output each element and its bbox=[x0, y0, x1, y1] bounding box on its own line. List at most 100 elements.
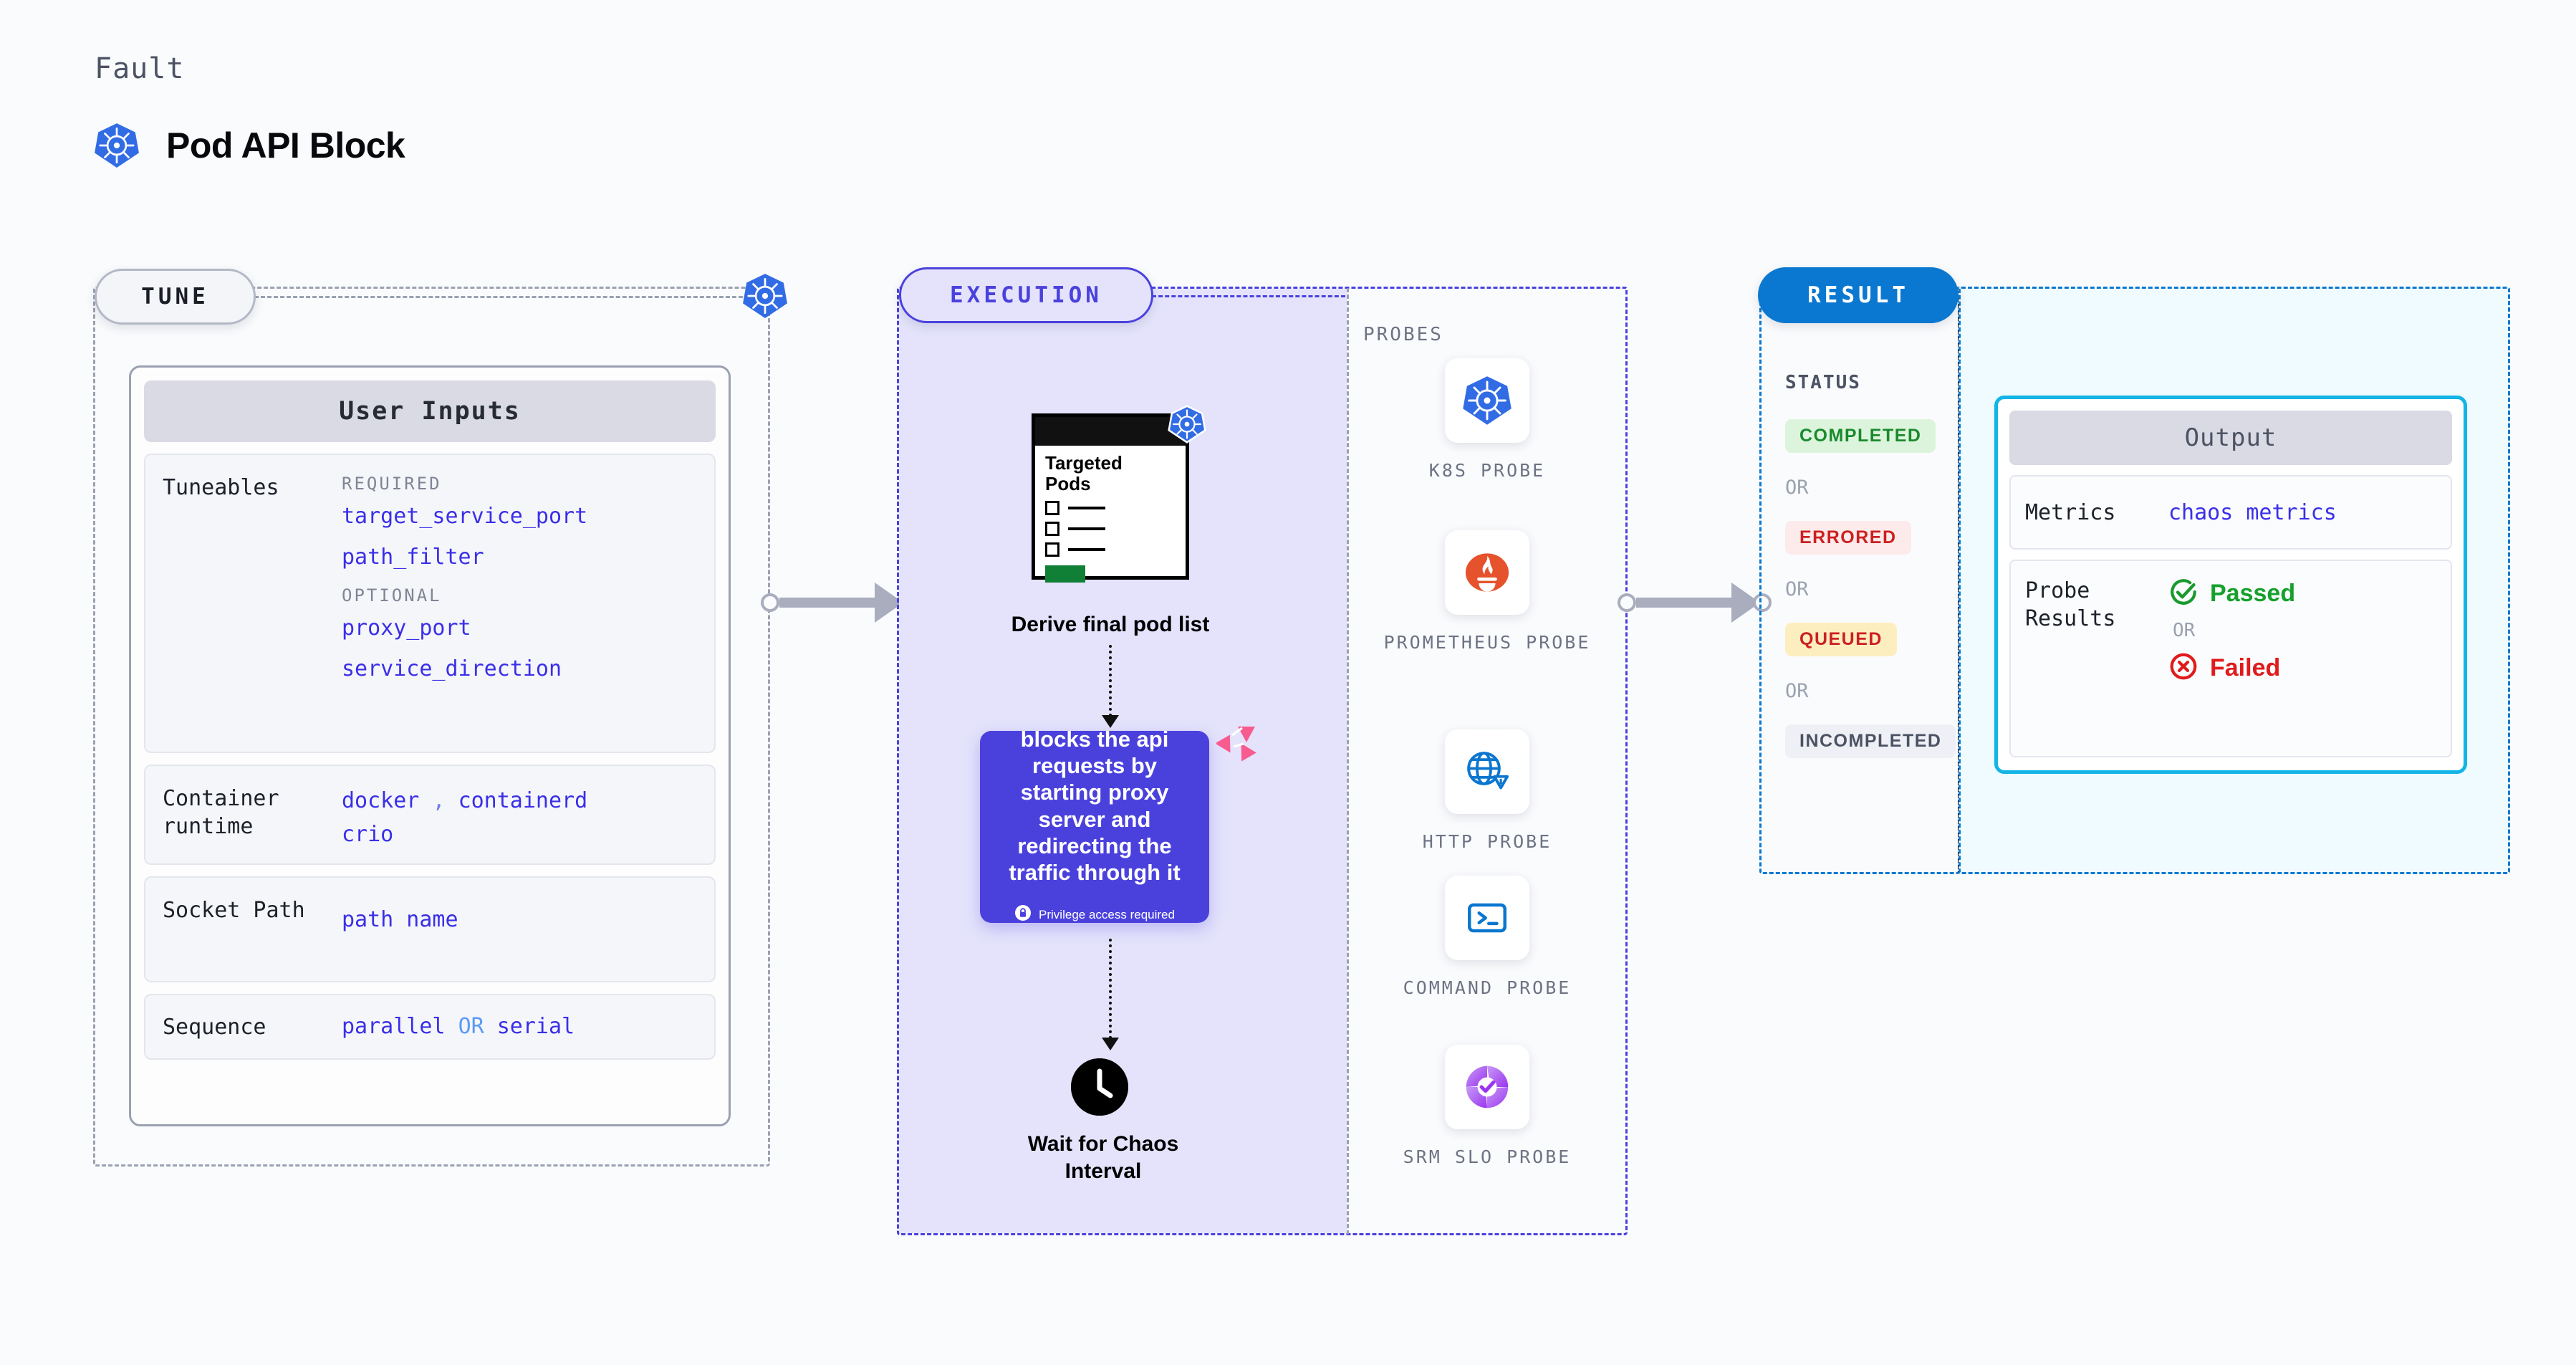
status-badge-queued: QUEUED bbox=[1785, 623, 1897, 656]
derive-final-pod-list-label: Derive final pod list bbox=[1011, 613, 1210, 636]
prometheus-icon bbox=[1445, 530, 1529, 615]
fault-title-row: Pod API Block bbox=[93, 122, 405, 169]
passed-label: Passed bbox=[2210, 579, 2296, 607]
execution-stage-badge[interactable]: EXECUTION bbox=[899, 267, 1153, 323]
result-stage-badge[interactable]: RESULT bbox=[1758, 267, 1959, 323]
checkbox-icon bbox=[1045, 542, 1059, 557]
page-title: Pod API Block bbox=[166, 125, 405, 166]
required-group-label: REQUIRED bbox=[342, 474, 442, 494]
probe-label: K8S PROBE bbox=[1428, 460, 1546, 481]
connector-end-dot bbox=[1753, 593, 1772, 612]
status-or-2: OR bbox=[1785, 578, 1809, 600]
probe-results-values: Passed OR Failed bbox=[2168, 577, 2436, 740]
tuneable-target-service-port[interactable]: target_service_port bbox=[342, 504, 588, 529]
targeted-pods-title-line1: Targeted bbox=[1045, 452, 1123, 474]
kubernetes-icon bbox=[1445, 358, 1529, 443]
execution-top-dashed-line bbox=[1152, 295, 1345, 297]
connector-tune-to-execution bbox=[761, 583, 915, 623]
sequence-values: parallel OR serial bbox=[342, 1010, 697, 1044]
output-title: Output bbox=[2009, 411, 2452, 465]
metrics-value: chaos metrics bbox=[2168, 499, 2337, 525]
probe-item-srm-slo[interactable]: SRM SLO PROBE bbox=[1347, 1045, 1628, 1171]
probe-item-k8s[interactable]: K8S PROBE bbox=[1347, 358, 1628, 484]
selected-pod-bar bbox=[1045, 565, 1085, 583]
checkbox-icon bbox=[1045, 522, 1059, 537]
runtime-crio: crio bbox=[342, 821, 394, 847]
socket-path-value: path name bbox=[342, 907, 458, 932]
flow-arrow-head bbox=[1102, 715, 1119, 728]
list-dash bbox=[1068, 527, 1105, 531]
probe-label: SRM SLO PROBE bbox=[1403, 1146, 1572, 1167]
privilege-note: Privilege access required bbox=[1014, 904, 1175, 925]
tune-stage-badge[interactable]: TUNE bbox=[95, 269, 256, 325]
probe-item-command[interactable]: COMMAND PROBE bbox=[1347, 876, 1628, 1002]
container-runtime-row: Container runtime docker , containerd cr… bbox=[144, 765, 716, 865]
srm-slo-icon bbox=[1445, 1045, 1529, 1129]
probe-item-prometheus[interactable]: PROMETHEUS PROBE bbox=[1347, 530, 1628, 656]
tuneables-row: Tuneables REQUIRED target_service_port p… bbox=[144, 454, 716, 753]
tune-panel bbox=[93, 287, 770, 1167]
tuneable-service-direction[interactable]: service_direction bbox=[342, 656, 562, 681]
probe-result-passed: Passed bbox=[2168, 577, 2436, 610]
wait-label-line2: Interval bbox=[1064, 1159, 1142, 1183]
container-runtime-values: docker , containerd crio bbox=[342, 785, 697, 847]
lock-icon bbox=[1014, 904, 1032, 925]
fault-action-card: blocks the api requests by starting prox… bbox=[980, 727, 1209, 925]
pod-list-item bbox=[1045, 522, 1186, 537]
terminal-icon bbox=[1445, 876, 1529, 960]
tuneables-label: Tuneables bbox=[163, 475, 279, 500]
flow-arrow-head-2 bbox=[1102, 1038, 1119, 1050]
x-circle-icon bbox=[2168, 651, 2198, 684]
probe-label: COMMAND PROBE bbox=[1403, 977, 1572, 998]
wait-for-chaos-interval-label: Wait for Chaos Interval bbox=[989, 1131, 1218, 1184]
kubernetes-icon bbox=[1168, 405, 1206, 444]
status-badge-completed: COMPLETED bbox=[1785, 419, 1936, 453]
checkbox-icon bbox=[1045, 501, 1059, 516]
clock-icon bbox=[1071, 1058, 1128, 1116]
probes-column bbox=[1347, 287, 1628, 1235]
failed-label: Failed bbox=[2210, 653, 2281, 681]
fault-label: Fault bbox=[95, 52, 185, 85]
probe-label: HTTP PROBE bbox=[1422, 831, 1552, 852]
sequence-or: OR bbox=[458, 1013, 484, 1039]
probe-result-failed: Failed bbox=[2168, 651, 2436, 684]
connector-start-dot bbox=[761, 593, 779, 612]
globe-warning-icon bbox=[1445, 729, 1529, 814]
status-title: STATUS bbox=[1785, 372, 1861, 393]
tune-top-dashed-line bbox=[254, 296, 756, 298]
litmuschaos-icon bbox=[1215, 725, 1256, 762]
tuneable-path-filter[interactable]: path_filter bbox=[342, 545, 484, 570]
probe-results-label: Probe Results bbox=[2025, 578, 2116, 631]
runtime-docker: docker bbox=[342, 788, 420, 813]
pod-list-item bbox=[1045, 501, 1186, 516]
check-circle-icon bbox=[2168, 577, 2198, 610]
connector-execution-to-result bbox=[1618, 583, 1772, 623]
pod-list-item bbox=[1045, 542, 1186, 557]
probe-label: PROMETHEUS PROBE bbox=[1383, 632, 1591, 653]
tuneable-proxy-port[interactable]: proxy_port bbox=[342, 616, 471, 641]
execution-panel bbox=[897, 287, 1628, 1235]
metrics-label: Metrics bbox=[2025, 499, 2116, 525]
socket-path-label: Socket Path bbox=[163, 898, 305, 923]
fault-action-text: blocks the api requests by starting prox… bbox=[1009, 726, 1181, 885]
wait-label-line1: Wait for Chaos bbox=[1027, 1132, 1179, 1156]
metrics-row: Metrics chaos metrics bbox=[2009, 475, 2452, 550]
sequence-parallel: parallel bbox=[342, 1013, 446, 1039]
status-badge-errored: ERRORED bbox=[1785, 521, 1911, 555]
kubernetes-icon bbox=[741, 272, 789, 320]
runtime-separator: , bbox=[432, 788, 446, 813]
status-or-1: OR bbox=[1785, 476, 1809, 499]
list-dash bbox=[1068, 548, 1105, 552]
runtime-containerd: containerd bbox=[458, 788, 588, 813]
card-titlebar bbox=[1035, 417, 1186, 446]
probes-title: PROBES bbox=[1363, 324, 1443, 345]
user-inputs-card: User Inputs Tuneables REQUIRED target_se… bbox=[129, 365, 731, 1126]
probe-results-or: OR bbox=[2173, 620, 2196, 641]
status-badge-incompleted: INCOMPLETED bbox=[1785, 724, 1956, 758]
sequence-row: Sequence parallel OR serial bbox=[144, 994, 716, 1060]
probe-item-http[interactable]: HTTP PROBE bbox=[1347, 729, 1628, 856]
socket-path-values: path name bbox=[342, 896, 697, 962]
output-card: Output Metrics chaos metrics Probe Resul… bbox=[1994, 396, 2467, 774]
sequence-serial: serial bbox=[496, 1013, 575, 1039]
